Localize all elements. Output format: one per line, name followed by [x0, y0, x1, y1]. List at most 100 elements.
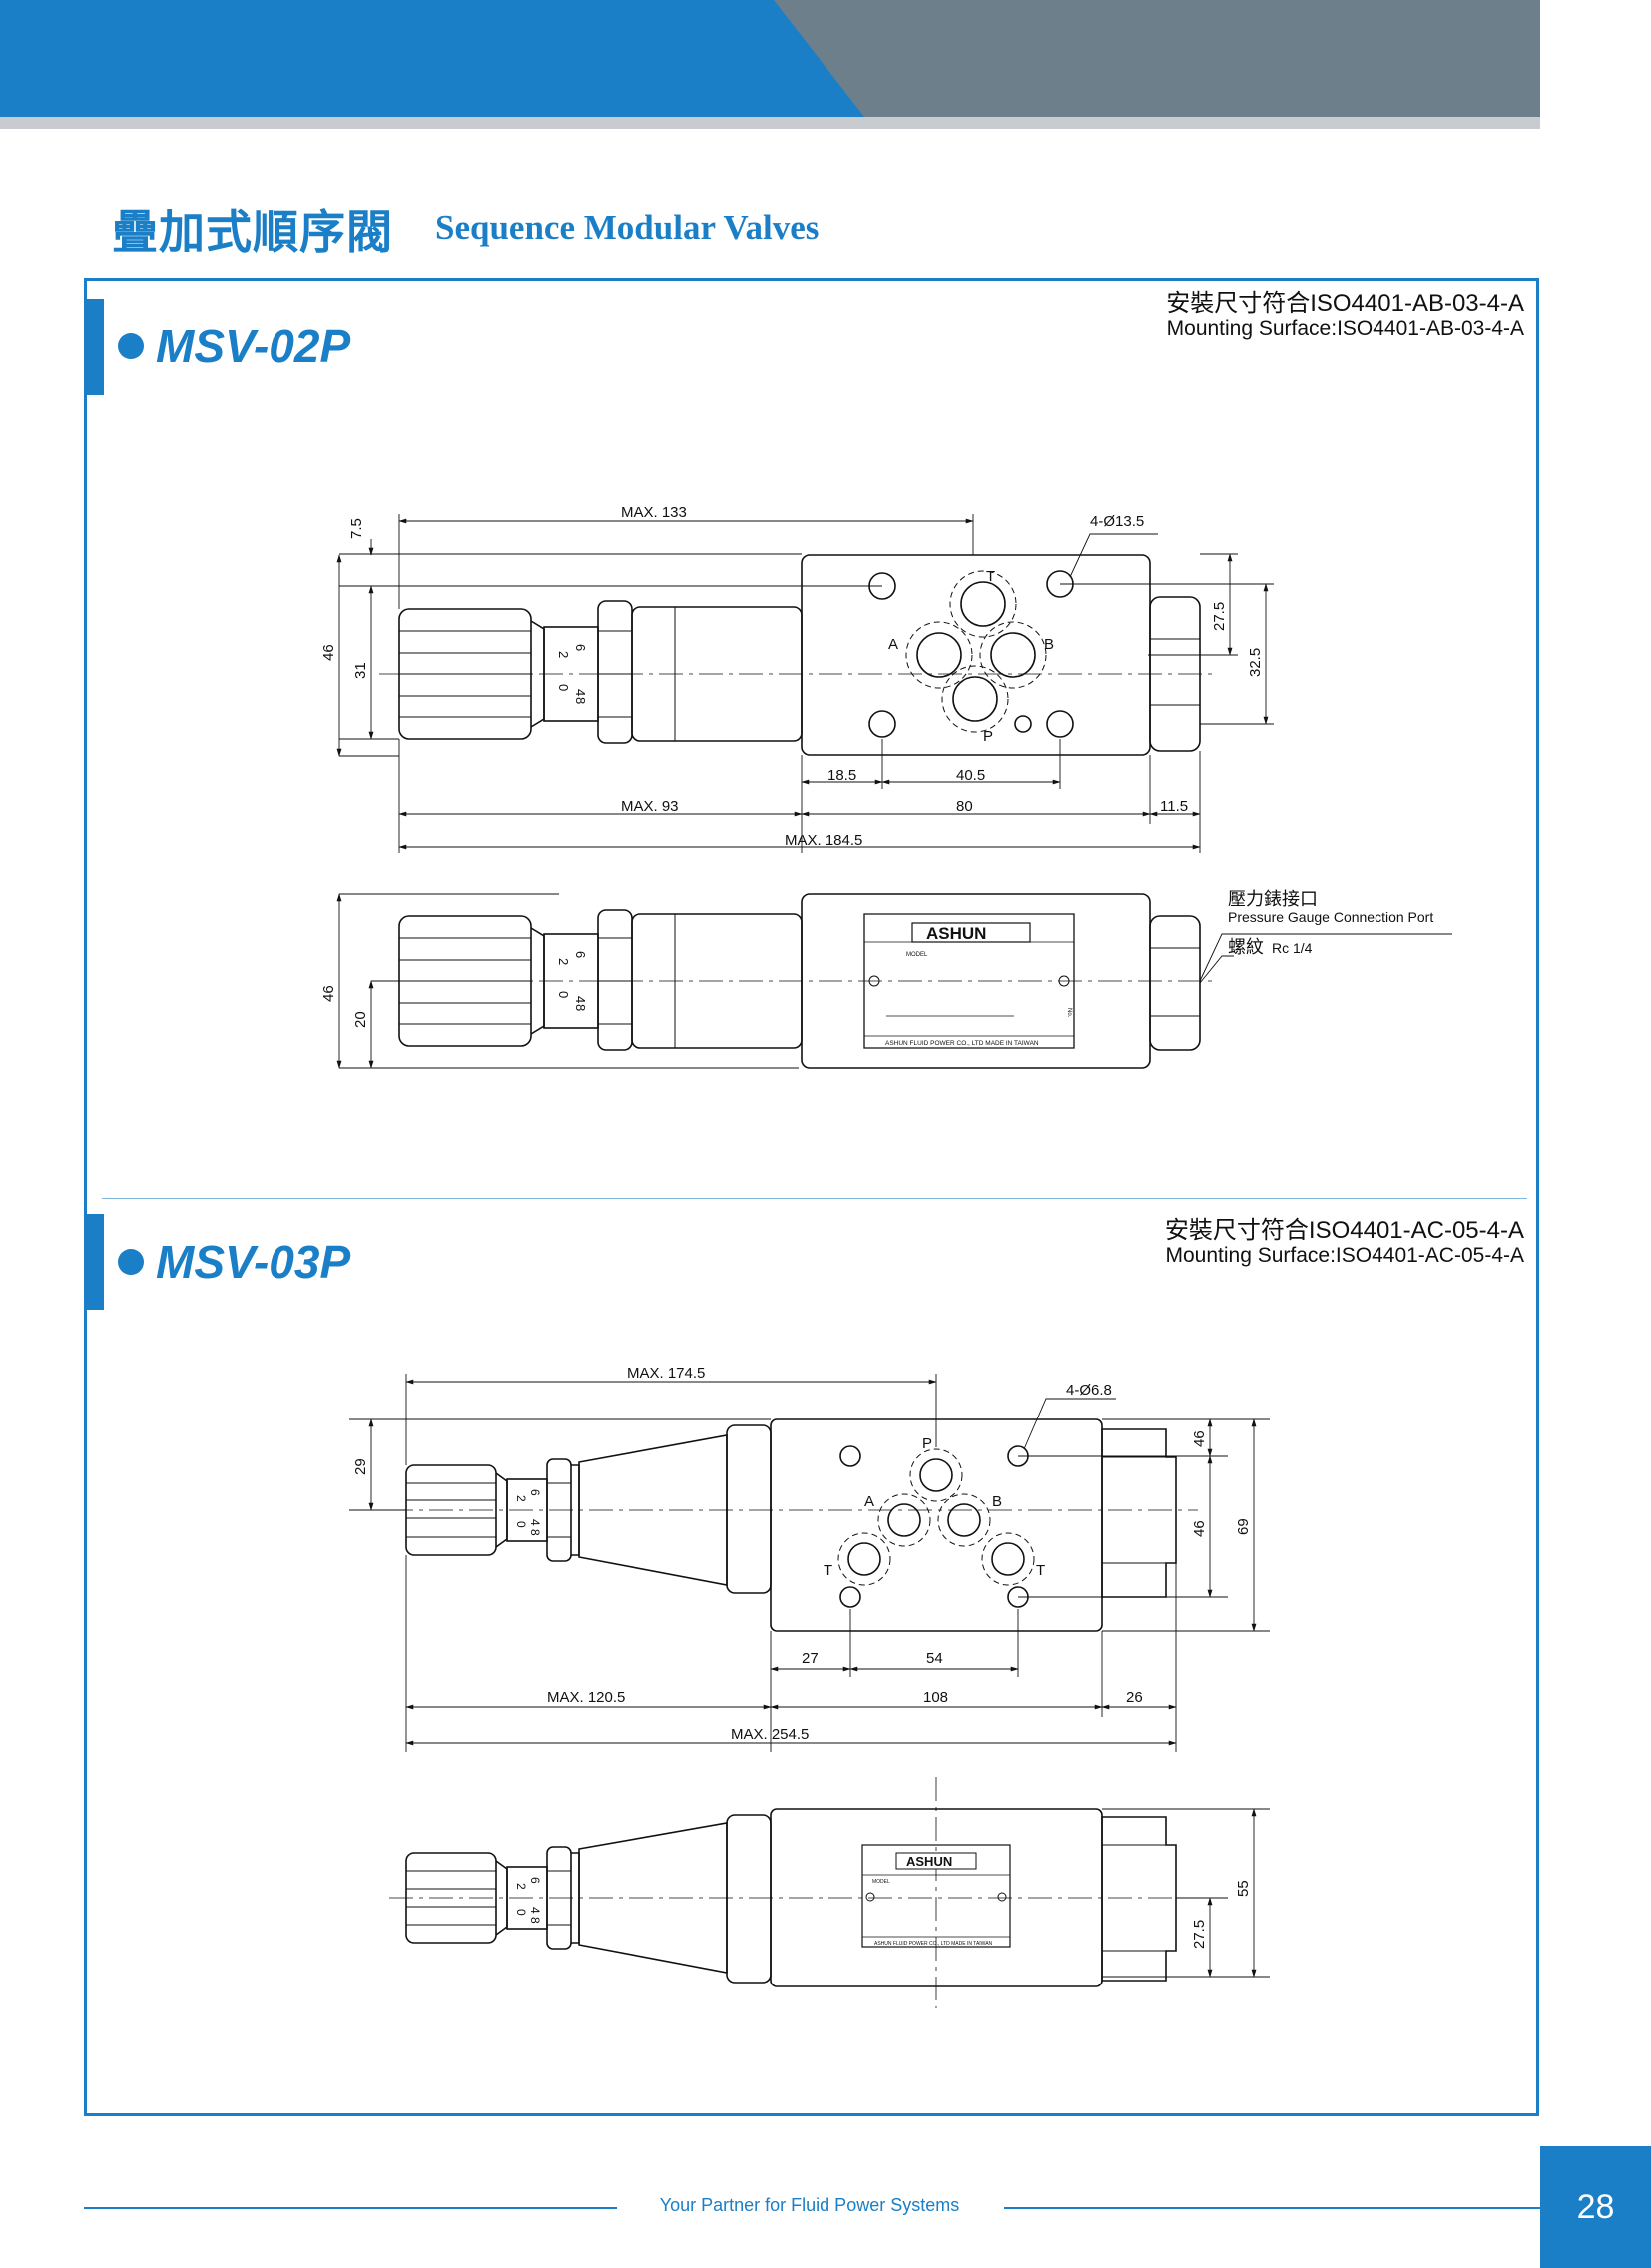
msv03p-dim-labels: MAX. 174.5 4-Ø6.8 29 46 46 69 27 54 MAX.…: [352, 1365, 1252, 1743]
scale-mark: 6: [528, 1877, 542, 1884]
port-label: B: [1044, 636, 1054, 653]
msv03p-top-view: [389, 1418, 1198, 1632]
dim-label: MAX. 184.5: [785, 832, 862, 849]
dim-label: MAX. 133: [621, 504, 687, 521]
nameplate-model-label: MODEL: [872, 1879, 890, 1885]
dim-label: 20: [352, 1011, 369, 1028]
dim-label: 27.5: [1211, 602, 1228, 631]
port-label: B: [992, 1493, 1002, 1510]
scale-mark: 2: [556, 651, 571, 658]
scale-mark: 4: [528, 1519, 542, 1526]
nameplate-brand: ASHUN: [906, 1854, 952, 1869]
msv03p-side-labels: 55 27.5 6 2 4 0 8: [514, 1877, 1252, 1949]
scale-mark: 6: [573, 644, 588, 651]
msv03p-dimensions: [349, 1374, 1270, 1752]
nameplate-maker: ASHUN FLUID POWER CO., LTD MADE IN TAIWA…: [874, 1941, 993, 1947]
thread-label-en: Rc 1/4: [1272, 940, 1313, 956]
scale-mark: 6: [528, 1489, 542, 1496]
scale-mark: 8: [528, 1917, 542, 1924]
mounting-spec-zh: 安裝尺寸符合ISO4401-AC-05-4-A: [1164, 1217, 1524, 1244]
msv02p-top-view: [379, 554, 1218, 756]
msv03p-side-view: [389, 1777, 1198, 2008]
dim-label: 18.5: [827, 767, 856, 784]
dim-label: 31: [352, 662, 369, 679]
page-title-zh: 疊加式順序閥: [112, 206, 393, 258]
dim-label: 32.5: [1247, 648, 1264, 677]
header-band: [0, 0, 1540, 117]
dim-label: 7.5: [348, 518, 365, 539]
page-number: 28: [1540, 2146, 1651, 2268]
header-rule: [0, 117, 1540, 129]
footer-rule-right: [1004, 2207, 1540, 2209]
dim-label: MAX. 254.5: [731, 1726, 809, 1743]
dim-label: 46: [1191, 1520, 1208, 1537]
dim-label: 27: [802, 1650, 819, 1667]
scale-mark: 2: [556, 958, 571, 965]
model-title: MSV-02P: [118, 319, 350, 373]
port-label: T: [1036, 1562, 1045, 1579]
page-title-en: Sequence Modular Valves: [435, 208, 820, 247]
scale-mark: 4: [573, 996, 588, 1003]
scale-mark: 0: [514, 1909, 528, 1916]
msv02p-side-dimensions: [336, 893, 1452, 1069]
nameplate-model-label: MODEL: [906, 952, 928, 958]
dim-label: 4-Ø6.8: [1066, 1382, 1112, 1399]
dim-label: 4-Ø13.5: [1090, 513, 1144, 530]
port-label: T: [986, 568, 995, 585]
scale-mark: 8: [573, 697, 588, 704]
scale-mark: 8: [528, 1529, 542, 1536]
dim-label: 80: [956, 798, 973, 815]
scale-mark: 8: [573, 1004, 588, 1011]
mounting-spec-en: Mounting Surface:ISO4401-AB-03-4-A: [1166, 317, 1524, 340]
scale-mark: 0: [514, 1521, 528, 1528]
dim-label: 40.5: [956, 767, 985, 784]
dim-label: 108: [923, 1689, 948, 1706]
dim-label: 69: [1235, 1518, 1252, 1535]
msv03p-side-dimensions: [1102, 1808, 1270, 1978]
dim-label: 26: [1126, 1689, 1143, 1706]
dim-label: MAX. 174.5: [627, 1365, 705, 1382]
nameplate-brand: ASHUN: [926, 924, 986, 943]
scale-mark: 4: [573, 689, 588, 696]
content-frame: [84, 278, 1539, 2116]
dim-label: 11.5: [1160, 798, 1188, 815]
bullet-icon: [118, 1248, 144, 1275]
dim-label: 54: [926, 1650, 943, 1667]
port-label: T: [824, 1562, 832, 1579]
dim-label: 55: [1235, 1880, 1252, 1897]
port-label: A: [888, 636, 898, 653]
scale-mark: 2: [514, 1495, 528, 1502]
msv02p-scale: 6 2 4 0 8: [556, 644, 588, 704]
mounting-spec-zh: 安裝尺寸符合ISO4401-AB-03-4-A: [1166, 290, 1524, 317]
mounting-spec: 安裝尺寸符合ISO4401-AB-03-4-A Mounting Surface…: [1166, 291, 1524, 341]
mounting-spec: 安裝尺寸符合ISO4401-AC-05-4-A Mounting Surface…: [1165, 1218, 1524, 1268]
port-label: P: [983, 728, 993, 745]
dim-label: 29: [352, 1458, 369, 1475]
dim-label: 46: [1191, 1430, 1208, 1447]
thread-label-zh: 螺紋: [1228, 937, 1264, 957]
scale-mark: 6: [573, 951, 588, 958]
msv03p-nameplate-text: ASHUN MODEL ASHUN FLUID POWER CO., LTD M…: [872, 1854, 993, 1947]
msv02p-nameplate-text: ASHUN MODEL ASHUN FLUID POWER CO., LTD M…: [885, 924, 1072, 1047]
footer-rule-left: [84, 2207, 617, 2209]
msv02p-side-labels: 46 20 壓力錶接口 Pressure Gauge Connection Po…: [320, 889, 1433, 1028]
dim-label: MAX. 120.5: [547, 1689, 625, 1706]
msv02p-dimensions: [336, 514, 1274, 853]
nameplate-side: No.: [1066, 1008, 1072, 1018]
msv02p-side-view: [379, 893, 1218, 1069]
footer-tagline: Your Partner for Fluid Power Systems: [659, 2195, 960, 2215]
port-label: A: [864, 1493, 874, 1510]
dim-label: 46: [320, 985, 337, 1002]
scale-mark: 0: [556, 684, 571, 691]
section-tab: [86, 1214, 104, 1310]
dim-label: 27.5: [1191, 1920, 1208, 1949]
nameplate-maker: ASHUN FLUID POWER CO., LTD MADE IN TAIWA…: [885, 1040, 1039, 1047]
gauge-port-label-en: Pressure Gauge Connection Port: [1228, 909, 1433, 925]
section-tab: [86, 299, 104, 395]
bullet-icon: [118, 332, 144, 359]
scale-mark: 0: [556, 991, 571, 998]
scale-mark: 4: [528, 1907, 542, 1914]
port-label: P: [922, 1435, 932, 1452]
model-title: MSV-03P: [118, 1235, 350, 1289]
